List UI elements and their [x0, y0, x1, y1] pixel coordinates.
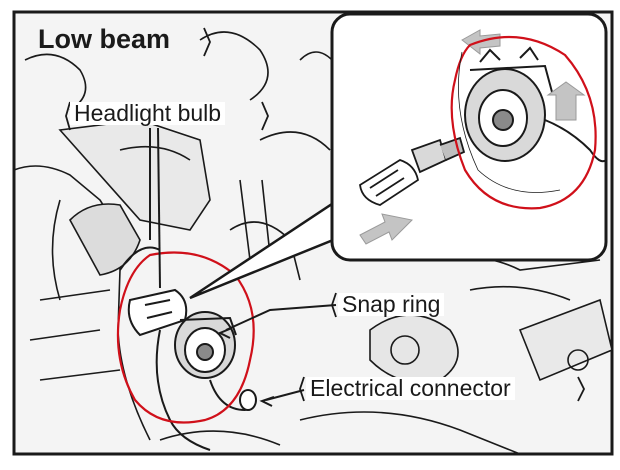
inset-socket-icon — [464, 46, 607, 163]
diagram-title: Low beam — [38, 24, 171, 54]
leader-lines — [149, 127, 337, 407]
callout-electrical-connector: Electrical connector — [306, 377, 515, 400]
inset-detail — [189, 12, 608, 300]
label-brackets — [65, 27, 586, 402]
removal-arrow-icon — [359, 213, 414, 245]
bulb-socket-icon — [174, 311, 237, 379]
leader-headlight-bulb — [157, 127, 161, 289]
rotate-arrow-icon — [546, 81, 586, 121]
electrical-connector-icon — [119, 246, 257, 451]
highlight-circle-inset — [450, 35, 597, 210]
engine-bay-sketch — [13, 31, 613, 455]
callout-snap-ring: Snap ring — [338, 293, 445, 316]
inset-bulb-icon — [359, 136, 466, 206]
leader-snap-ring — [225, 304, 337, 331]
inset-guide-line — [458, 51, 561, 193]
callout-headlight-bulb: Headlight bulb — [70, 102, 226, 125]
